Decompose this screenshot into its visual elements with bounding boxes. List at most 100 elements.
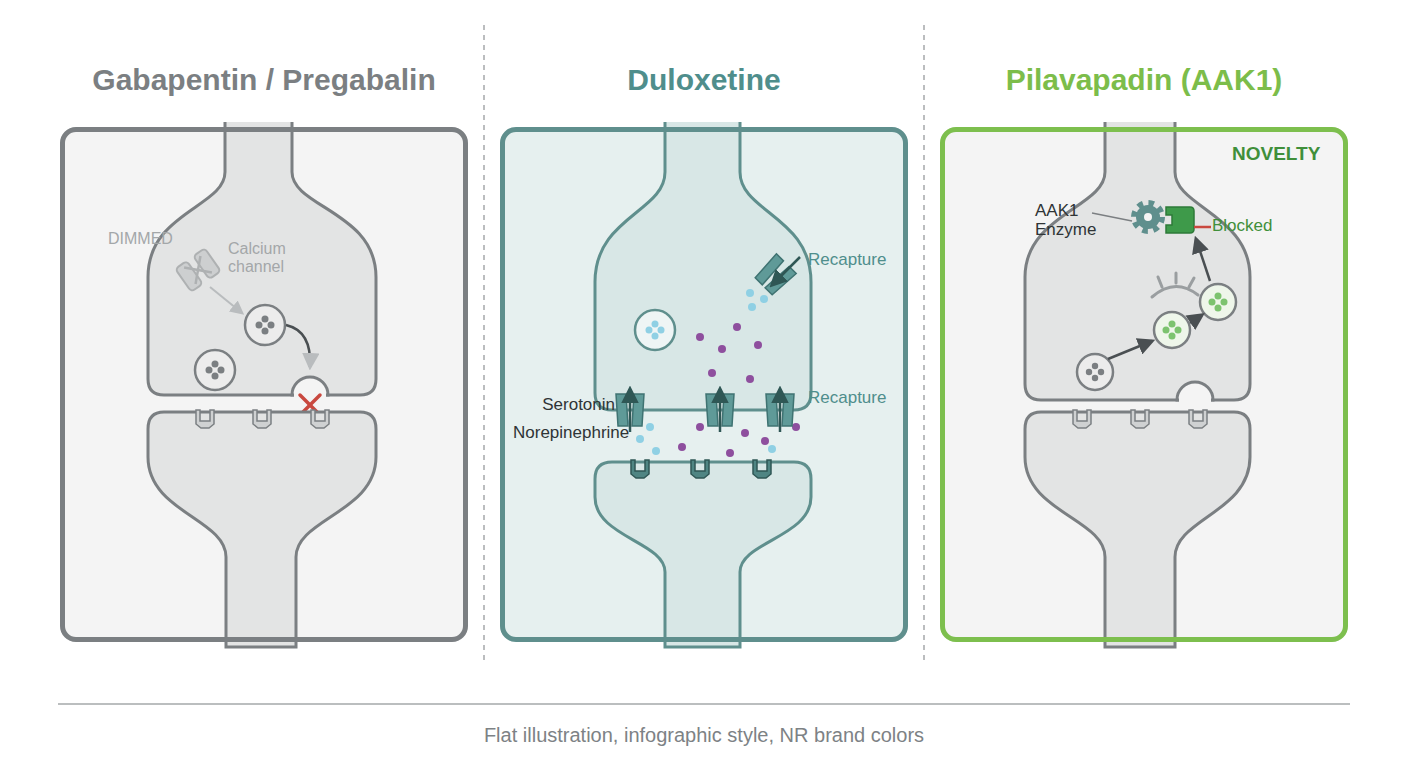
panel-title: Duloxetine xyxy=(500,63,908,97)
postsynaptic-neuron xyxy=(148,412,376,647)
recycled-vesicle-dots xyxy=(1209,299,1216,306)
norepinephrine-dots xyxy=(696,423,704,431)
norepinephrine-dots xyxy=(792,423,800,431)
serotonin-dots xyxy=(646,327,653,334)
recycled-vesicle-dots xyxy=(1221,299,1228,306)
presynaptic-terminal xyxy=(1025,122,1250,400)
serotonin-dots xyxy=(636,435,644,443)
receptor xyxy=(196,410,214,428)
norepinephrine-dots xyxy=(726,449,734,457)
postsynaptic-neuron xyxy=(1025,412,1250,647)
part-label: DIMMED xyxy=(108,230,188,248)
vesicle xyxy=(1200,284,1236,320)
recycled-vesicle-dots xyxy=(1163,327,1170,334)
clathrin-coat xyxy=(1152,286,1198,297)
receptor xyxy=(631,460,771,478)
serotonin-dots xyxy=(746,289,754,297)
aak1-gear xyxy=(1134,203,1162,231)
release-arrow xyxy=(286,325,310,367)
recycled-vesicle-dots xyxy=(1215,293,1222,300)
reuptake-arrow xyxy=(630,257,800,432)
release-pit xyxy=(292,377,328,395)
transporter xyxy=(616,394,628,426)
vesicle xyxy=(245,305,285,345)
separator-lines xyxy=(483,25,485,662)
receptor xyxy=(1131,410,1149,428)
receptor xyxy=(196,410,329,428)
norepinephrine-dots xyxy=(746,375,754,383)
serotonin-dots xyxy=(646,423,654,431)
vesicle xyxy=(635,310,675,350)
recycled-vesicle-dots xyxy=(1163,293,1228,340)
enzyme-leader xyxy=(1092,213,1132,221)
receptor xyxy=(253,410,271,428)
vesicle-dots xyxy=(206,367,213,374)
serotonin-dots xyxy=(760,295,768,303)
recycled-vesicle-dots xyxy=(1169,333,1176,340)
serotonin-dots xyxy=(652,333,659,340)
norepinephrine-dots xyxy=(733,323,741,331)
part-label: Blocked xyxy=(1212,216,1302,235)
norepinephrine-dots xyxy=(708,369,716,377)
synapse-illustration xyxy=(148,122,376,647)
vesicle xyxy=(1077,354,1113,390)
vesicle xyxy=(195,305,285,390)
vesicle-dots xyxy=(262,328,269,335)
part-label: NOVELTY xyxy=(1232,143,1337,164)
pathway-arrow xyxy=(1108,341,1152,359)
recycled-vesicle-dots xyxy=(1215,305,1222,312)
presynaptic-terminal xyxy=(148,122,376,395)
aak1-gear xyxy=(1134,203,1162,231)
recycled-vesicle-dots xyxy=(1175,327,1182,334)
transporter xyxy=(722,394,734,426)
part-label: Recapture xyxy=(808,388,898,407)
pathway-arrow xyxy=(1190,315,1202,323)
vesicle-dots xyxy=(1092,363,1098,369)
clathrin-coat xyxy=(1152,273,1198,297)
serotonin-dots xyxy=(652,321,659,328)
synapse-illustration xyxy=(595,122,811,647)
release-pit xyxy=(1177,382,1213,400)
vesicle xyxy=(1154,312,1190,348)
vesicle-dots xyxy=(212,361,219,368)
norepinephrine-dots xyxy=(741,429,749,437)
part-label: Norepinephrine xyxy=(513,423,653,442)
clathrin-coat xyxy=(1158,277,1162,287)
blocked-leader xyxy=(1194,226,1211,229)
caption-rule xyxy=(58,703,1350,705)
transporter xyxy=(766,394,778,426)
transporter xyxy=(754,254,796,296)
vesicle-dots xyxy=(1098,369,1104,375)
transporter xyxy=(632,394,644,426)
synapse-panel: Pilavapadin (AAK1)NOVELTYAAK1 EnzymeBloc… xyxy=(940,127,1348,642)
vesicle-dots xyxy=(268,322,275,329)
vesicle-dots xyxy=(1086,363,1104,381)
norepinephrine-dots xyxy=(678,323,800,457)
vesicle-dots xyxy=(262,316,269,323)
vesicle-dots xyxy=(206,316,275,380)
reuptake-arrow xyxy=(772,257,800,285)
pathway-arrow xyxy=(1108,239,1210,359)
vesicle-dots xyxy=(1092,375,1098,381)
norepinephrine-dots xyxy=(718,345,726,353)
serotonin-dots xyxy=(768,445,776,453)
vesicle-dots xyxy=(1086,369,1092,375)
norepinephrine-dots xyxy=(696,333,704,341)
aak1-gear xyxy=(1136,205,1160,229)
receptor xyxy=(631,460,649,478)
synapse-panel: Gabapentin / PregabalinDIMMEDCalcium cha… xyxy=(60,127,468,642)
norepinephrine-dots xyxy=(761,437,769,445)
transporter xyxy=(765,265,796,296)
serotonin-dots xyxy=(748,303,756,311)
pathway-arrow xyxy=(1196,239,1210,281)
panel-title: Gabapentin / Pregabalin xyxy=(60,63,468,97)
calcium-channel xyxy=(175,248,221,292)
norepinephrine-dots xyxy=(678,443,686,451)
calcium-arrow xyxy=(210,287,242,313)
receptor xyxy=(311,410,329,428)
separator-lines xyxy=(923,25,925,662)
transporter xyxy=(706,394,718,426)
synapse-panel: DuloxetineRecaptureRecaptureSerotoninNor… xyxy=(500,127,908,642)
norepinephrine-dots xyxy=(754,341,762,349)
